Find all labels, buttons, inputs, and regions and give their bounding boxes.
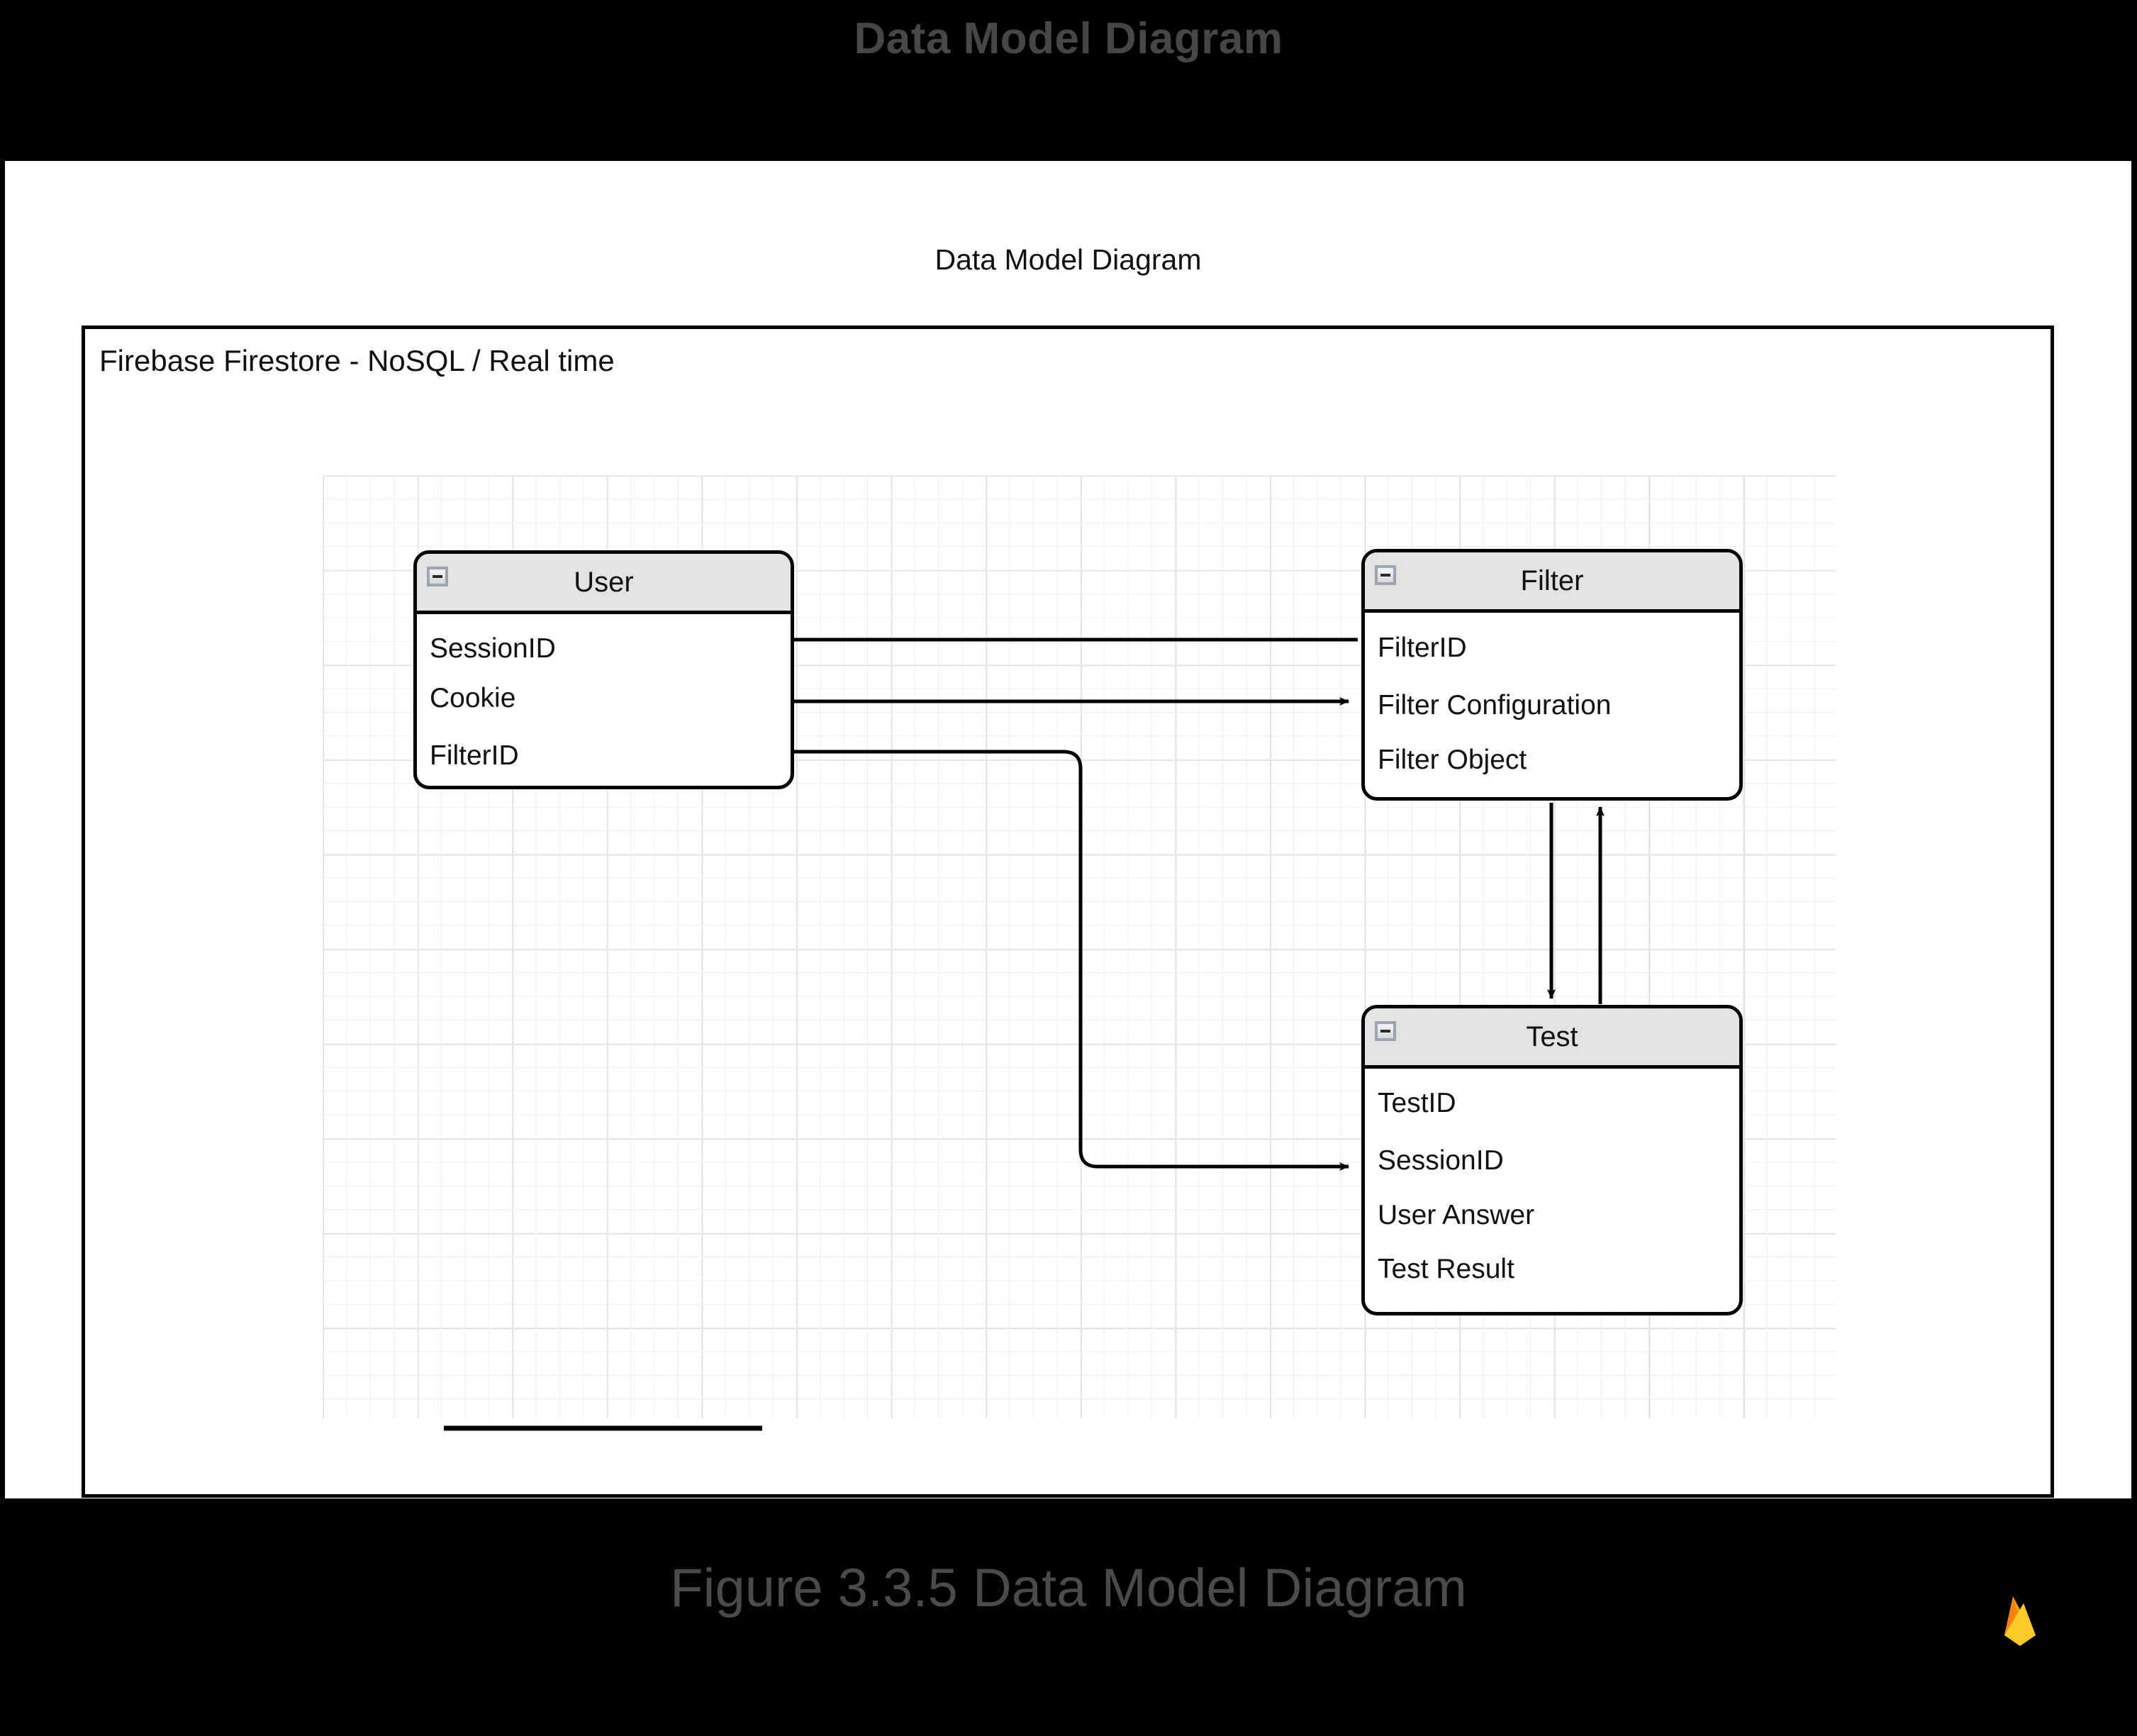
- entity-test-attribute: TestID: [1378, 1088, 1456, 1118]
- slide-page: Data Model Diagram Firebase Firestore - …: [5, 161, 2131, 1646]
- entity-test-attribute: SessionID: [1378, 1145, 1504, 1176]
- entity-test-title: Test: [1526, 1021, 1578, 1052]
- minus-icon[interactable]: [427, 567, 448, 586]
- page-subtitle: Data Model Diagram: [934, 243, 1202, 276]
- entity-filter-attribute: FilterID: [1378, 633, 1467, 663]
- entity-user-attribute: Cookie: [430, 683, 516, 713]
- entity-test-attribute: User Answer: [1378, 1200, 1535, 1230]
- entity-filter-header[interactable]: Filter: [1365, 552, 1739, 613]
- entity-filter-title: Filter: [1520, 565, 1584, 596]
- entity-test-attribute: Test Result: [1378, 1254, 1514, 1284]
- container-label: Firebase Firestore - NoSQL / Real time: [99, 344, 615, 377]
- entity-filter-attributes: FilterID Filter Configuration Filter Obj…: [1365, 633, 1739, 776]
- entity-test[interactable]: Test TestID SessionID User Answer Test R…: [1361, 1005, 1743, 1315]
- entity-user-attribute: SessionID: [430, 633, 556, 664]
- entity-test-header[interactable]: Test: [1365, 1008, 1739, 1069]
- minus-icon[interactable]: [1375, 1021, 1396, 1041]
- entity-user[interactable]: User SessionID Cookie FilterID: [413, 550, 794, 789]
- entity-user-header[interactable]: User: [417, 554, 791, 614]
- entity-filter[interactable]: Filter FilterID Filter Configuration Fil…: [1361, 549, 1743, 801]
- banner-title: Data Model Diagram: [854, 14, 1283, 63]
- figure-caption: Figure 3.3.5 Data Model Diagram: [670, 1558, 1467, 1618]
- entity-user-attribute: FilterID: [430, 740, 519, 771]
- entity-filter-attribute: Filter Configuration: [1378, 690, 1612, 720]
- firestore-container: Firebase Firestore - NoSQL / Real time: [82, 326, 2054, 1646]
- entity-filter-attribute: Filter Object: [1378, 745, 1527, 775]
- entity-user-attributes: SessionID Cookie FilterID: [417, 633, 791, 772]
- entity-user-title: User: [574, 567, 634, 598]
- minus-icon[interactable]: [1375, 565, 1396, 585]
- firebase-logo: [2004, 1596, 2036, 1646]
- entity-test-attributes: TestID SessionID User Answer Test Result: [1365, 1088, 1739, 1285]
